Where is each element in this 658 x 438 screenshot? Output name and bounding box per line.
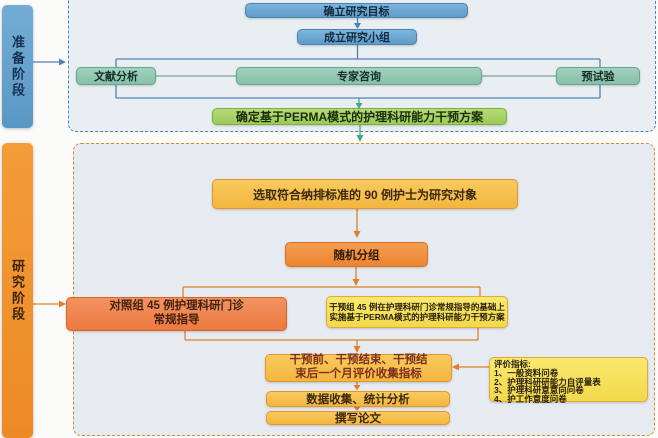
node-evaluation-timepoints-line1: 干预前、干预结束、干预结 bbox=[289, 354, 428, 367]
node-form-team: 成立研究小组 bbox=[297, 29, 417, 45]
node-establish-goal-label: 确立研究目标 bbox=[323, 5, 390, 18]
stage-bar-research: 研究阶段 bbox=[2, 143, 33, 438]
node-data-analysis-label: 数据收集、统计分析 bbox=[306, 394, 410, 406]
stage-bar-preparation: 准备阶段 bbox=[2, 5, 33, 128]
node-expert-consultation-label: 专家咨询 bbox=[337, 71, 381, 83]
node-write-paper-label: 撰写论文 bbox=[335, 413, 381, 425]
stage-bar-preparation-label: 准备阶段 bbox=[10, 34, 25, 99]
node-expert-consultation: 专家咨询 bbox=[236, 67, 482, 85]
node-control-group-line2: 常规指导 bbox=[153, 314, 200, 326]
node-randomize: 随机分组 bbox=[285, 242, 428, 267]
stage-bar-research-label: 研究阶段 bbox=[10, 258, 25, 323]
node-intervention-group-line1: 干预组 45 例在护理科研门诊常规指导的基础上 bbox=[329, 301, 505, 312]
indicators-title: 评价指标: bbox=[494, 359, 531, 369]
node-pretest: 预试验 bbox=[556, 67, 640, 85]
node-evaluation-indicators: 评价指标: 1、一般资料问卷 2、护理科研研能力自评量表 3、护理科研意意向问卷… bbox=[489, 357, 648, 405]
node-intervention-group: 干预组 45 例在护理科研门诊常规指导的基础上 实施基于PERMA模式的护理科研… bbox=[326, 296, 508, 328]
node-form-team-label: 成立研究小组 bbox=[324, 32, 390, 44]
node-literature-analysis-label: 文献分析 bbox=[94, 71, 138, 83]
node-select-subjects-label: 选取符合纳排标准的 90 例护士为研究对象 bbox=[252, 187, 478, 202]
node-establish-goal: 确立研究目标 bbox=[245, 3, 468, 18]
node-determine-plan: 确定基于PERMA模式的护理科研能力干预方案 bbox=[212, 108, 507, 125]
indicators-item-4: 4、护工作意度问卷 bbox=[494, 394, 567, 405]
arrowhead-right-icon bbox=[59, 58, 66, 66]
node-select-subjects: 选取符合纳排标准的 90 例护士为研究对象 bbox=[212, 179, 518, 209]
node-literature-analysis: 文献分析 bbox=[76, 67, 156, 85]
indicators-item-2: 2、护理科研研能力自评量表 bbox=[494, 376, 601, 387]
node-evaluation-timepoints-line2: 束后一个月评价收集指标 bbox=[295, 368, 422, 380]
node-control-group-line1: 对照组 45 例护理科研门诊 bbox=[109, 300, 244, 313]
node-control-group: 对照组 45 例护理科研门诊 常规指导 bbox=[66, 297, 287, 331]
node-intervention-group-line2: 实施基于PERMA模式的护理科研能力干预方案 bbox=[329, 312, 505, 322]
arrowhead-right-icon bbox=[59, 300, 66, 308]
indicators-item-1: 1、一般资料问卷 bbox=[494, 367, 559, 378]
node-randomize-label: 随机分组 bbox=[333, 249, 380, 262]
node-determine-plan-label: 确定基于PERMA模式的护理科研能力干预方案 bbox=[235, 110, 484, 124]
node-pretest-label: 预试验 bbox=[581, 71, 615, 83]
node-evaluation-timepoints: 干预前、干预结束、干预结 束后一个月评价收集指标 bbox=[265, 354, 452, 382]
node-write-paper: 撰写论文 bbox=[266, 411, 450, 425]
arrowhead-down-icon bbox=[356, 135, 364, 142]
indicators-item-3: 3、护理科研意意向问卷 bbox=[494, 385, 584, 396]
node-data-analysis: 数据收集、统计分析 bbox=[266, 391, 450, 407]
